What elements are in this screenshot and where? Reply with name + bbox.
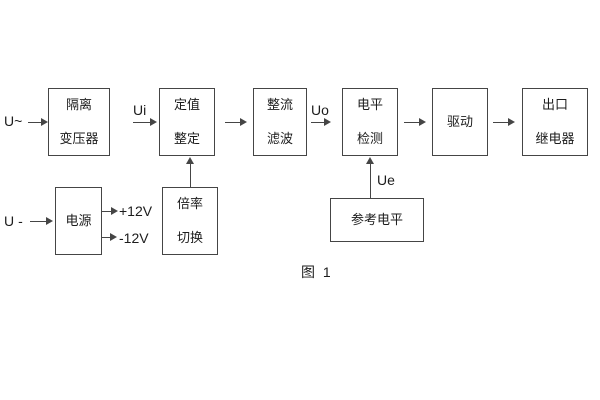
block-label-line: 滤波 [266, 131, 293, 146]
block-label-line: 检测 [356, 131, 383, 146]
block-label-line: 继电器 [535, 131, 575, 146]
block-label-line: 电平 [356, 97, 383, 112]
arrow-ui [133, 118, 157, 127]
arrow-setpoint-to-rectifier [225, 118, 247, 127]
block-label-line: 隔离 [65, 97, 92, 112]
block-power-supply: 电源 [55, 187, 102, 255]
label-rail-positive: +12V [119, 203, 153, 219]
arrow-ratio-to-setpoint [186, 157, 195, 187]
block-label-line: 电源 [65, 213, 92, 228]
arrow-detect-to-driver [404, 118, 426, 127]
arrow-rail-negative [102, 233, 117, 242]
block-level-detection: 电平 检测 [342, 88, 398, 156]
label-uo: Uo [311, 102, 329, 118]
block-label-line: 出口 [541, 97, 568, 112]
block-isolation-transformer: 隔离 变压器 [48, 88, 110, 156]
block-label-line: 定值 [173, 97, 200, 112]
block-label-line: 参考电平 [350, 212, 403, 227]
block-label-line: 整定 [173, 131, 200, 146]
label-rail-negative: -12V [119, 230, 149, 246]
block-label-line: 倍率 [176, 196, 203, 211]
label-ue: Ue [377, 172, 395, 188]
block-label-line: 整流 [266, 97, 293, 112]
block-label-line: 变压器 [59, 131, 99, 146]
arrow-ac-input [28, 118, 48, 127]
arrow-ue-to-detection [366, 157, 375, 198]
arrow-driver-to-relay [493, 118, 515, 127]
block-setpoint-adjustment: 定值 整定 [159, 88, 215, 156]
label-ui: Ui [133, 102, 147, 118]
arrow-rail-positive [102, 207, 118, 216]
figure-caption: 图 1 [301, 264, 333, 280]
label-dc-input: U- [4, 213, 27, 229]
block-output-relay: 出口 继电器 [522, 88, 588, 156]
arrow-dc-input [30, 217, 53, 226]
label-ac-input: U~ [4, 113, 23, 129]
arrow-uo [311, 118, 331, 127]
block-ratio-switching: 倍率 切换 [162, 187, 218, 255]
block-label-line: 驱动 [446, 114, 473, 129]
block-reference-level: 参考电平 [330, 198, 424, 242]
block-label-line: 切换 [176, 230, 203, 245]
block-rectifier-filter: 整流 滤波 [253, 88, 307, 156]
block-driver: 驱动 [432, 88, 488, 156]
